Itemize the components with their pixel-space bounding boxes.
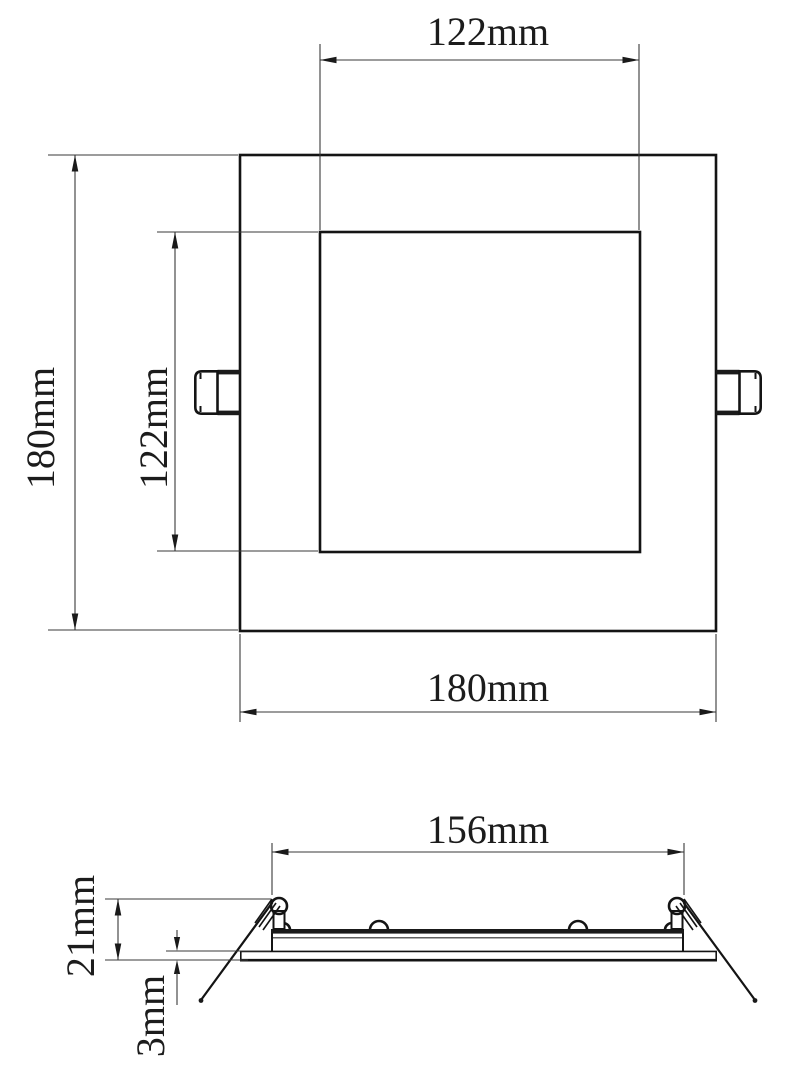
arrow-right-icon [699, 708, 716, 716]
spring-coil [258, 902, 277, 928]
clip-post [272, 910, 286, 930]
inner-panel-window [318, 230, 642, 554]
side-view: 156mm 21mm 3mm [58, 807, 758, 1057]
dim-label-total-height: 21mm [58, 875, 103, 977]
arrow-down-icon [171, 534, 179, 551]
dim-total-height: 21mm [58, 875, 271, 977]
dim-label-inner-height: 122mm [131, 367, 176, 489]
arrow-right-icon [622, 56, 639, 64]
arm-tip [198, 998, 204, 1003]
arrow-down-icon [71, 613, 79, 630]
trim-flange [240, 950, 718, 962]
spring-coil [254, 898, 273, 924]
clip-bottom-bar [217, 410, 240, 416]
dim-inner-height: 122mm [131, 231, 318, 552]
front-view: 122mm 180mm 122mm 180mm [18, 9, 762, 722]
spring-coil [679, 902, 698, 928]
clip-body [738, 370, 762, 415]
spring-coil [683, 898, 702, 924]
right-spring-clip [667, 896, 758, 1003]
clip-top-bar [716, 369, 740, 375]
arrow-up-icon [71, 155, 79, 172]
dim-outer-width: 180mm [239, 634, 717, 722]
housing-top-plate [271, 929, 684, 934]
clip-post [670, 910, 684, 930]
arrow-up-icon [114, 899, 122, 916]
arrow-up-icon [171, 232, 179, 249]
outer-panel-frame [238, 153, 718, 633]
spring-coil [675, 905, 694, 931]
arrow-left-icon [320, 56, 337, 64]
dim-label-outer-width: 180mm [427, 665, 549, 710]
panel-housing [271, 929, 684, 951]
arrow-right-icon [667, 848, 684, 856]
spring-coil [262, 905, 281, 931]
dim-cutout-width: 156mm [271, 807, 685, 895]
dim-label-outer-height: 180mm [18, 367, 63, 489]
clip-bottom-bar [716, 410, 740, 416]
arm-tip [752, 998, 758, 1003]
arrow-down-icon [114, 943, 122, 960]
clip-top-bar [217, 369, 240, 375]
rivet-bump [368, 919, 390, 931]
arrow-left-icon [272, 848, 289, 856]
dim-outer-height: 180mm [18, 154, 238, 631]
spring-arm-edge [687, 908, 756, 1001]
arrow-left-icon [240, 708, 257, 716]
left-spring-clip [198, 896, 289, 1003]
arrow-up-icon [173, 960, 181, 974]
dim-rim-thickness: 3mm [128, 930, 270, 1057]
dim-inner-width: 122mm [319, 9, 640, 230]
right-mount-clip [716, 369, 762, 416]
arrow-down-icon [173, 937, 181, 951]
spring-arm-edge [200, 908, 269, 1001]
dim-label-rim-thickness: 3mm [128, 975, 173, 1057]
dim-label-inner-width: 122mm [427, 9, 549, 54]
rivet-bump [567, 919, 589, 931]
clip-body [194, 370, 219, 415]
left-mount-clip [194, 369, 240, 416]
dim-label-cutout-width: 156mm [427, 807, 549, 852]
